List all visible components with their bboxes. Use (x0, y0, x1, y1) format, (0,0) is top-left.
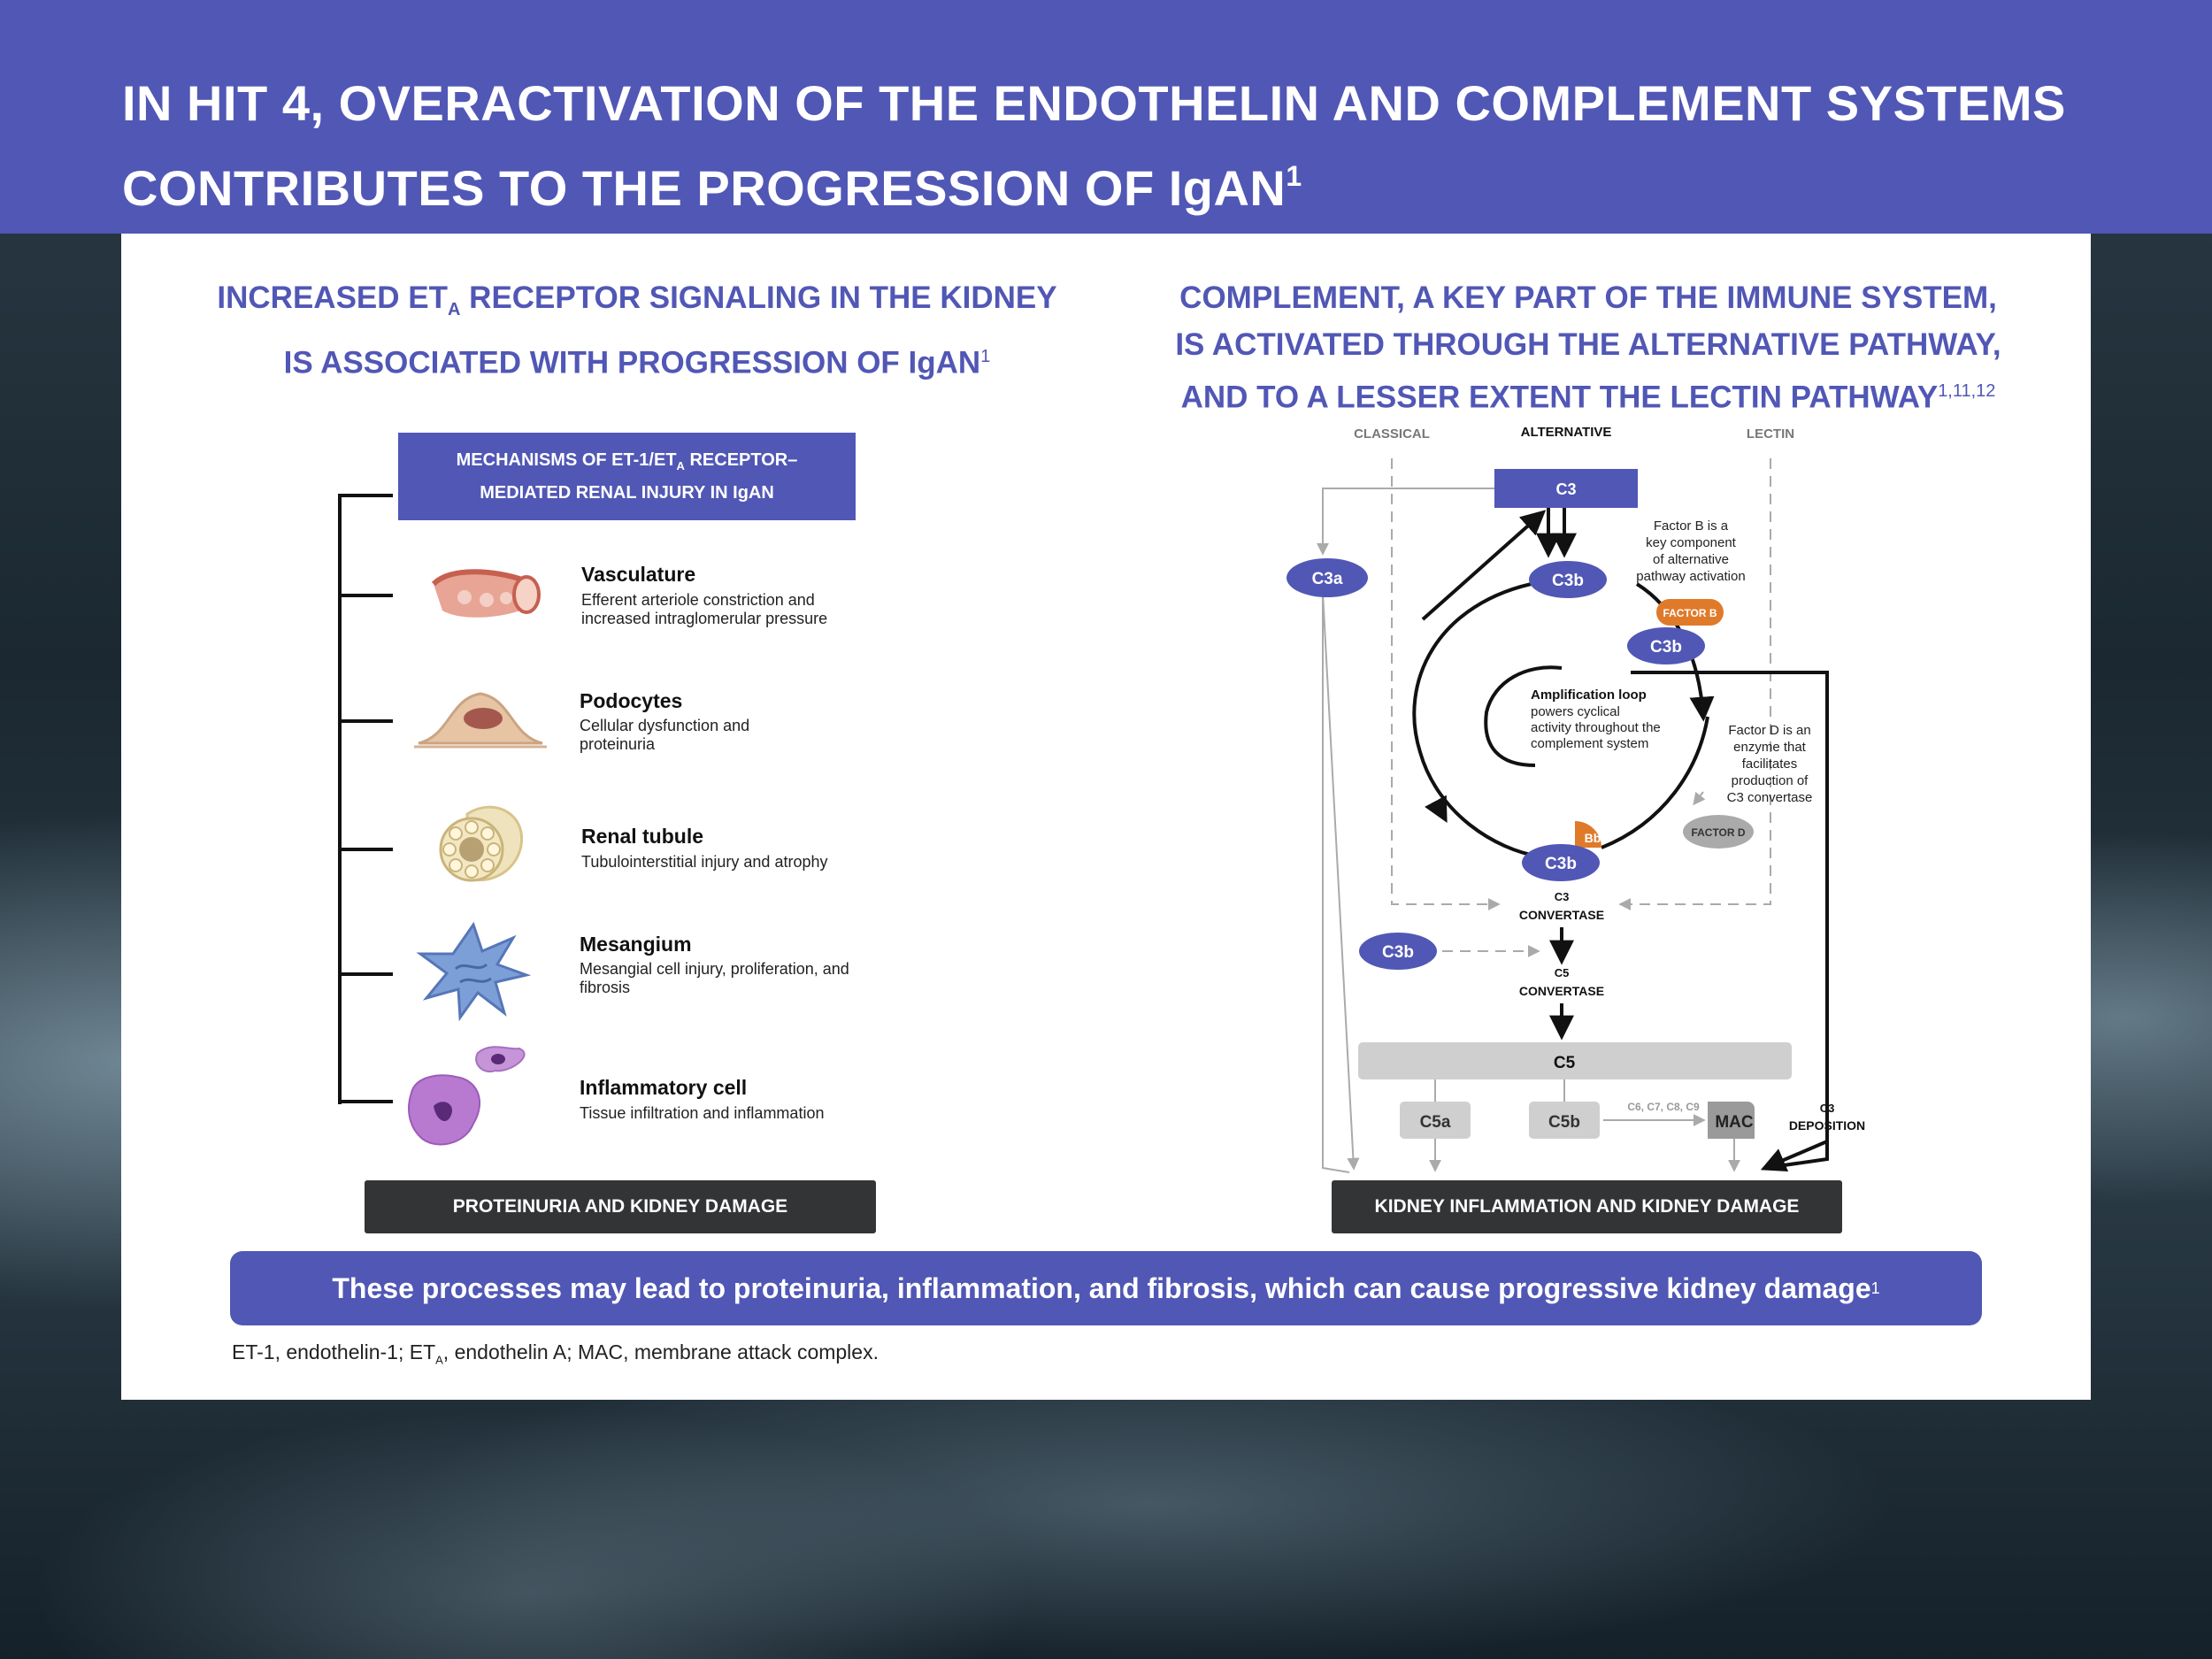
c3a-pill (1286, 558, 1368, 597)
svg-text:C3 convertase: C3 convertase (1727, 790, 1813, 805)
svg-text:C3b: C3b (1545, 855, 1577, 873)
mesangium-icon (416, 921, 531, 1022)
right-outcome-box: KIDNEY INFLAMMATION AND KIDNEY DAMAGE (1332, 1180, 1842, 1233)
svg-text:C5a: C5a (1420, 1113, 1451, 1132)
summary-banner: These processes may lead to proteinuria,… (230, 1251, 1982, 1325)
svg-text:C3a: C3a (1312, 570, 1343, 588)
svg-text:C3b: C3b (1382, 943, 1414, 962)
inflammatory-cell-icon (408, 1046, 526, 1146)
svg-text:CONVERTASE: CONVERTASE (1519, 984, 1604, 998)
bracket-tick (338, 848, 393, 851)
bb-shape (1575, 821, 1601, 848)
c3b-top-pill (1529, 561, 1607, 598)
factor-d-note: Factor D is an enzyme that facilitates p… (1727, 723, 1813, 805)
svg-text:C5b: C5b (1548, 1113, 1580, 1132)
svg-text:Factor B is a: Factor B is a (1654, 518, 1729, 534)
svg-text:CONVERTASE: CONVERTASE (1519, 908, 1604, 922)
mechanisms-box: MECHANISMS OF ET-1/ETA RECEPTOR– MEDIATE… (398, 433, 856, 520)
svg-text:Factor D is an: Factor D is an (1728, 723, 1810, 738)
svg-text:DEPOSITION: DEPOSITION (1789, 1118, 1865, 1133)
c5b-box (1529, 1102, 1600, 1139)
factor-b-note: Factor B is a key component of alternati… (1636, 518, 1745, 584)
amp-title: Amplification loop (1531, 687, 1647, 703)
label-alternative: ALTERNATIVE (1521, 425, 1612, 440)
svg-text:activity throughout the: activity throughout the (1531, 720, 1661, 735)
factor-d-pill (1683, 815, 1754, 849)
svg-text:powers cyclical: powers cyclical (1531, 704, 1620, 719)
left-heading: INCREASED ETA RECEPTOR SIGNALING IN THE … (217, 280, 1057, 380)
svg-text:facilitates: facilitates (1742, 757, 1798, 772)
bracket-tick (338, 972, 393, 976)
c3b-bottom-pill (1522, 844, 1600, 881)
svg-text:FACTOR D: FACTOR D (1691, 826, 1745, 839)
header-bar: IN HIT 4, OVERACTIVATION OF THE ENDOTHEL… (0, 0, 2212, 234)
svg-text:pathway activation: pathway activation (1636, 569, 1745, 584)
item-desc-podocytes: Cellular dysfunction and proteinuria (580, 717, 750, 753)
item-title-vasculature: Vasculature (581, 563, 696, 586)
item-desc-vasculature: Efferent arteriole constriction and incr… (581, 591, 828, 627)
renal-tubule-icon (439, 805, 523, 882)
vasculature-icon (431, 569, 541, 618)
svg-text:C3b: C3b (1650, 638, 1682, 657)
c3b-left-pill (1359, 933, 1437, 970)
label-lectin: LECTIN (1747, 426, 1794, 442)
svg-text:Bb: Bb (1585, 831, 1601, 845)
right-heading: COMPLEMENT, A KEY PART OF THE IMMUNE SYS… (1175, 280, 2001, 415)
item-desc-mesangium: Mesangial cell injury, proliferation, an… (580, 960, 849, 996)
item-desc-renal-tubule: Tubulointerstitial injury and atrophy (581, 853, 828, 871)
svg-text:production of: production of (1732, 773, 1809, 788)
item-title-mesangium: Mesangium (580, 933, 692, 956)
complement-diagram: CLASSICAL ALTERNATIVE LECTIN C3 C3a C3b … (1286, 425, 1865, 1173)
c5a-box (1400, 1102, 1471, 1139)
podocyte-icon (414, 692, 547, 749)
c5-bar (1358, 1042, 1792, 1079)
footnote: ET-1, endothelin-1; ETA, endothelin A; M… (232, 1340, 879, 1367)
svg-text:enzyme that: enzyme that (1733, 740, 1807, 755)
svg-text:FACTOR B: FACTOR B (1663, 607, 1717, 619)
svg-text:C3b: C3b (1552, 572, 1584, 590)
item-title-renal-tubule: Renal tubule (581, 825, 704, 848)
svg-text:key component: key component (1646, 535, 1737, 550)
svg-text:C5: C5 (1555, 966, 1570, 979)
page-title: IN HIT 4, OVERACTIVATION OF THE ENDOTHEL… (122, 75, 2066, 216)
bracket-tick (338, 594, 393, 597)
mac-box (1708, 1102, 1755, 1139)
bracket-line (338, 494, 342, 1104)
item-title-inflammatory-cell: Inflammatory cell (580, 1076, 748, 1099)
svg-text:C6, C7, C8, C9: C6, C7, C8, C9 (1627, 1101, 1700, 1113)
amp-desc: powers cyclical activity throughout the … (1531, 704, 1661, 751)
c3b-mid-pill (1627, 627, 1705, 664)
svg-text:complement system: complement system (1531, 736, 1648, 751)
label-classical: CLASSICAL (1354, 426, 1430, 442)
bracket-tick (338, 494, 393, 497)
left-outcome-box: PROTEINURIA AND KIDNEY DAMAGE (365, 1180, 876, 1233)
item-title-podocytes: Podocytes (580, 689, 683, 712)
svg-text:C5: C5 (1554, 1054, 1576, 1072)
c3-label: C3 (1555, 480, 1576, 498)
svg-text:MAC: MAC (1715, 1113, 1754, 1132)
item-desc-inflammatory-cell: Tissue infiltration and inflammation (580, 1104, 825, 1122)
c3-box (1494, 469, 1638, 508)
svg-text:C3: C3 (1555, 890, 1570, 903)
factor-b-pill (1656, 599, 1724, 626)
svg-text:of alternative: of alternative (1653, 552, 1729, 567)
bracket-tick (338, 719, 393, 723)
bracket-tick (338, 1100, 393, 1103)
title-ref: 1 (1286, 160, 1302, 192)
svg-text:C3: C3 (1820, 1102, 1835, 1115)
